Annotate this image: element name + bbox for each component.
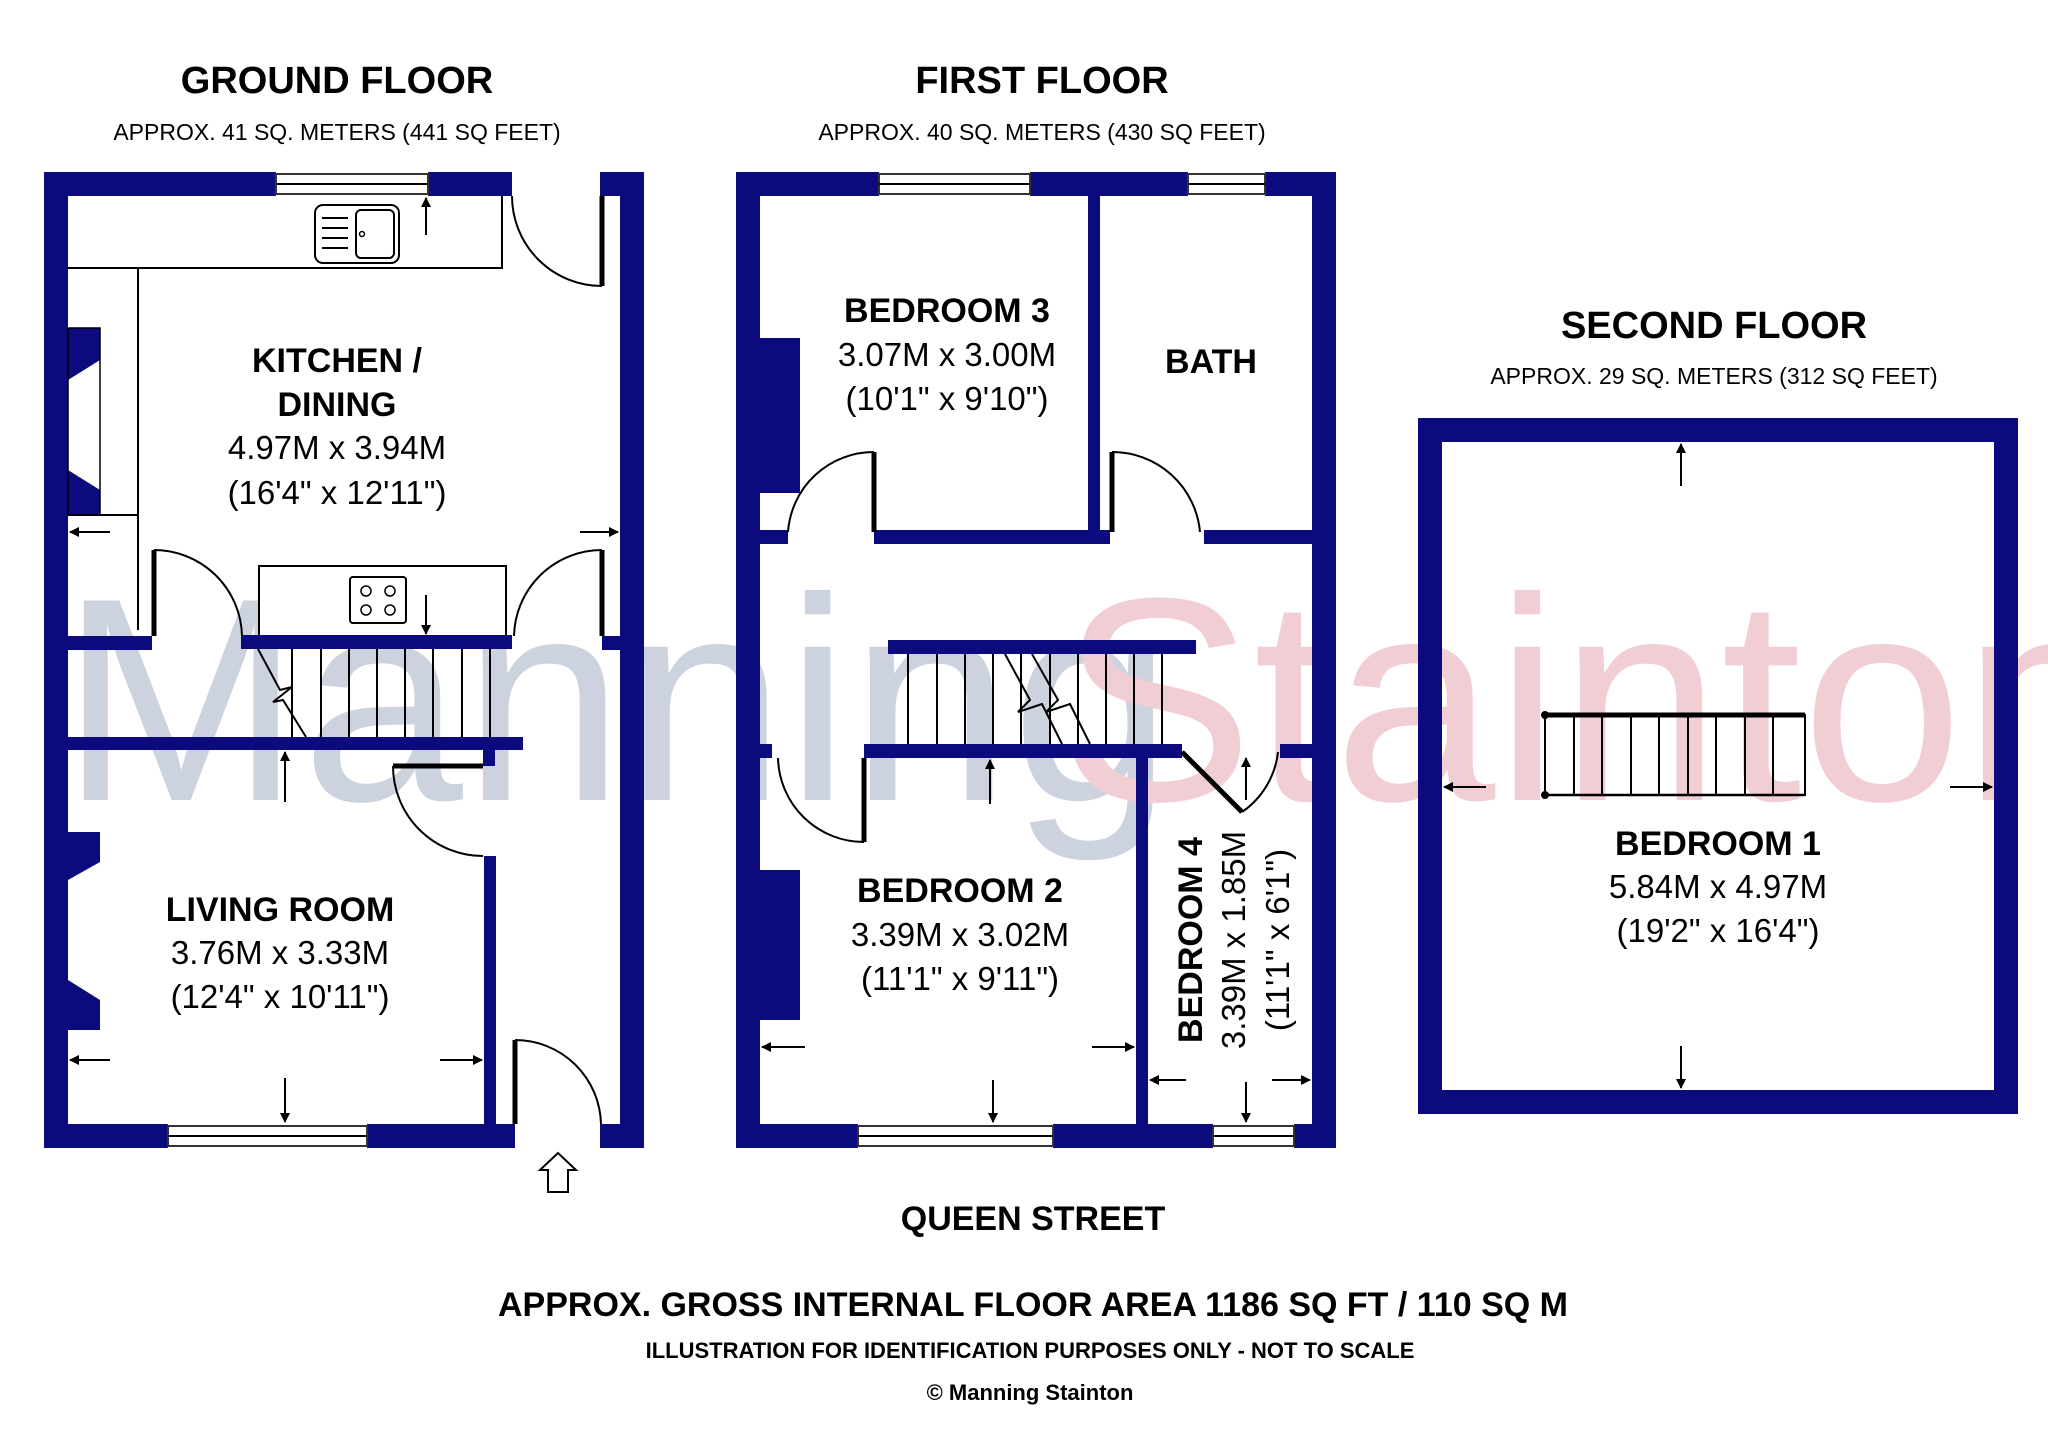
room-dimensions-imperial: (19'2" x 16'4") [1617,912,1820,949]
second-floor-title: SECOND FLOOR [1561,305,1867,347]
watermark-stainton: Stainton [1060,538,2048,862]
gross-floor-area: APPROX. GROSS INTERNAL FLOOR AREA 1186 S… [498,1286,1568,1324]
wall [620,172,644,1148]
ground-floor-area: APPROX. 41 SQ. METERS (441 SQ FEET) [113,119,560,145]
room-dimensions-metric: 3.39M x 1.85M [1215,831,1252,1049]
room-dimensions-metric: 3.39M x 3.02M [851,916,1069,953]
room-bedroom-2: BEDROOM 2 3.39M x 3.02M (11'1" x 9'11") [851,872,1069,997]
disclaimer: ILLUSTRATION FOR IDENTIFICATION PURPOSES… [646,1338,1415,1363]
room-name: BATH [1165,343,1257,381]
watermark: Manning Stainton [60,538,2048,863]
room-bedroom-3: BEDROOM 3 3.07M x 3.00M (10'1" x 9'10") [838,292,1056,417]
first-floor-plan [736,172,1336,1148]
room-name: DINING [278,386,397,424]
wall [44,172,68,1148]
second-floor-plan [1418,418,2018,1114]
room-dimensions-imperial: (11'1" x 6'1") [1259,849,1296,1031]
room-kitchen-dining: KITCHEN / DINING 4.97M x 3.94M (16'4" x … [228,342,447,511]
room-dimensions-metric: 4.97M x 3.94M [228,429,446,466]
room-name: KITCHEN / [252,342,423,380]
room-name: BEDROOM 4 [1172,837,1210,1043]
room-bath: BATH [1165,343,1257,381]
room-bedroom-1: BEDROOM 1 5.84M x 4.97M (19'2" x 16'4") [1609,825,1827,949]
room-dimensions-imperial: (12'4" x 10'11") [171,978,390,1015]
room-bedroom-4: BEDROOM 4 3.39M x 1.85M (11'1" x 6'1") [1172,831,1296,1049]
staircase [1541,711,1806,799]
room-dimensions-imperial: (10'1" x 9'10") [846,380,1049,417]
copyright: © Manning Stainton [927,1380,1134,1405]
street-name: QUEEN STREET [901,1200,1166,1238]
wall [428,172,512,196]
room-name: BEDROOM 3 [844,292,1050,330]
room-living-room: LIVING ROOM 3.76M x 3.33M (12'4" x 10'11… [166,891,395,1015]
wall [44,172,276,196]
hob-icon [349,576,407,624]
staircase [257,648,491,738]
room-name: LIVING ROOM [166,891,395,929]
room-dimensions-imperial: (16'4" x 12'11") [228,474,447,511]
room-name: BEDROOM 2 [857,872,1063,910]
ground-floor-title: GROUND FLOOR [181,60,493,102]
ground-floor-plan [44,172,644,1193]
first-floor-area: APPROX. 40 SQ. METERS (430 SQ FEET) [818,119,1265,145]
entrance-arrow-icon [537,1151,579,1193]
staircase [907,653,1163,745]
sink-icon [314,204,400,264]
room-name: BEDROOM 1 [1615,825,1821,863]
watermark-manning: Manning [60,538,1172,863]
room-dimensions-metric: 3.07M x 3.00M [838,336,1056,373]
room-dimensions-metric: 5.84M x 4.97M [1609,868,1827,905]
room-dimensions-imperial: (11'1" x 9'11") [861,960,1059,997]
second-floor-area: APPROX. 29 SQ. METERS (312 SQ FEET) [1490,363,1937,389]
first-floor-title: FIRST FLOOR [915,60,1168,102]
room-dimensions-metric: 3.76M x 3.33M [171,934,389,971]
